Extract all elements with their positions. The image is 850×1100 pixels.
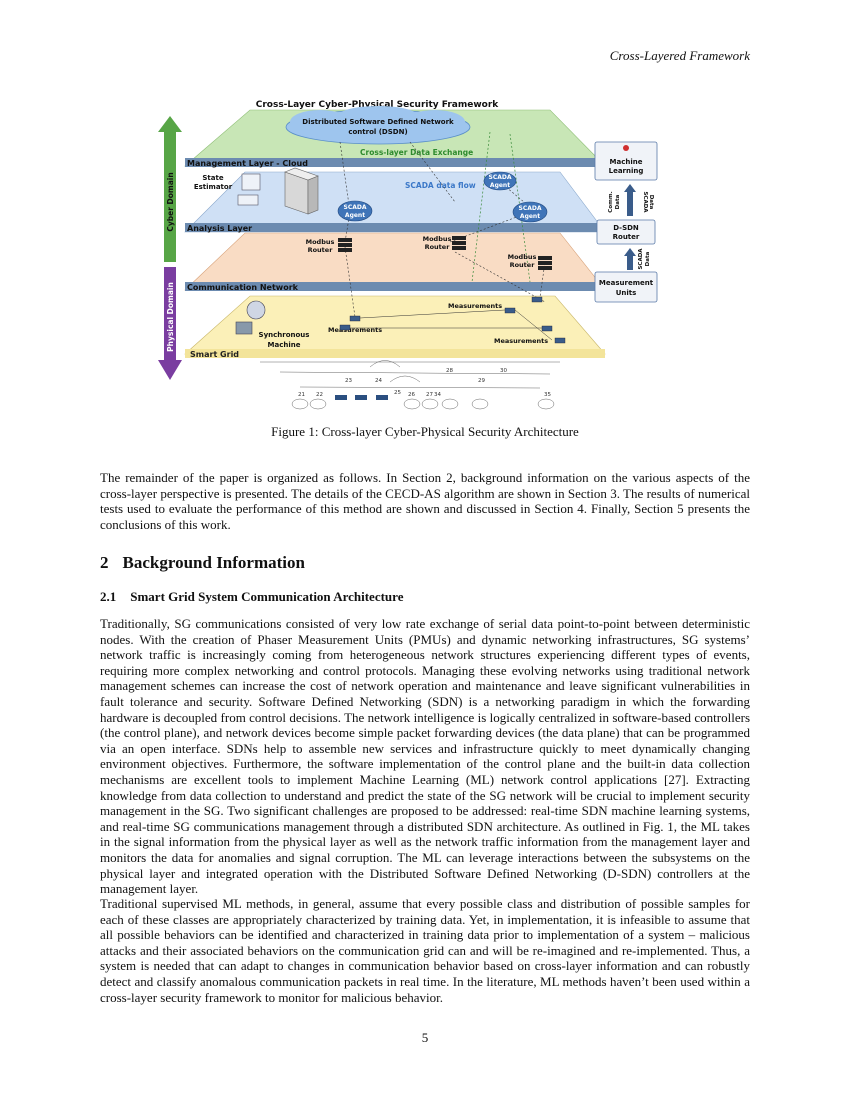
svg-text:25: 25 xyxy=(394,390,401,396)
svg-text:Learning: Learning xyxy=(609,167,644,175)
cloud-label-line1: Distributed Software Defined Network xyxy=(302,118,454,126)
analysis-label: Analysis Layer xyxy=(187,224,252,233)
scada-agent-right: SCADA Agent xyxy=(512,201,548,223)
subsection-title: Smart Grid System Communication Architec… xyxy=(130,589,404,604)
svg-text:SCADA: SCADA xyxy=(519,205,542,212)
figure-caption: Figure 1: Cross-layer Cyber-Physical Sec… xyxy=(271,424,579,439)
section-heading: 2 Background Information xyxy=(100,553,305,573)
svg-text:Router: Router xyxy=(308,246,334,254)
section-number: 2 xyxy=(100,553,109,572)
svg-text:30: 30 xyxy=(500,368,507,374)
measurements-label-3: Measurements xyxy=(494,337,548,345)
state-estimator-line1: State xyxy=(202,174,223,182)
modbus-router-mid: Modbus Router xyxy=(423,235,466,251)
subsection-number: 2.1 xyxy=(100,589,117,604)
svg-text:Agent: Agent xyxy=(345,212,365,219)
svg-text:Router: Router xyxy=(613,233,640,241)
svg-text:23: 23 xyxy=(345,378,352,384)
communication-bar xyxy=(185,282,605,291)
smart-grid-bar xyxy=(185,349,605,358)
figure-title: Cross-Layer Cyber-Physical Security Fram… xyxy=(256,100,500,110)
svg-text:Router: Router xyxy=(425,243,451,251)
side-arrows xyxy=(624,184,636,270)
svg-text:21: 21 xyxy=(298,392,305,398)
scada-data-label-line1: SCADA xyxy=(642,191,648,213)
measurements-label-2: Measurements xyxy=(448,302,502,310)
management-bar xyxy=(185,158,605,167)
physical-domain-label: Physical Domain xyxy=(166,282,175,352)
svg-text:Measurement: Measurement xyxy=(599,279,654,287)
svg-text:34: 34 xyxy=(434,392,441,398)
svg-text:Machine: Machine xyxy=(610,158,643,166)
scada-agent-left: SCADA Agent xyxy=(337,200,373,222)
scada-flow-label: SCADA data flow xyxy=(405,181,476,190)
subsection-heading: 2.1 Smart Grid System Communication Archi… xyxy=(100,589,403,605)
svg-text:Agent: Agent xyxy=(490,182,510,189)
body-paragraph-2: Traditional supervised ML methods, in ge… xyxy=(100,896,750,1005)
svg-text:SCADA: SCADA xyxy=(344,204,367,211)
svg-text:22: 22 xyxy=(316,392,323,398)
scada-data-label-line2: Data xyxy=(648,195,654,210)
svg-text:Modbus: Modbus xyxy=(306,238,335,246)
sync-machine-line2: Machine xyxy=(268,341,301,349)
svg-text:27: 27 xyxy=(426,392,433,398)
svg-text:29: 29 xyxy=(478,378,485,384)
svg-text:Modbus: Modbus xyxy=(423,235,452,243)
svg-text:Modbus: Modbus xyxy=(508,253,537,261)
modbus-router-right: Modbus Router xyxy=(508,253,552,270)
section-title: Background Information xyxy=(122,553,305,572)
server-icon xyxy=(284,167,319,215)
cyber-domain-label: Cyber Domain xyxy=(166,172,175,231)
keypad-icon xyxy=(237,194,259,206)
sync-machine-line1: Synchronous xyxy=(259,331,310,339)
monitor-icon xyxy=(241,173,261,191)
running-header: Cross-Layered Framework xyxy=(609,48,750,63)
comm-data-label-line2: Data xyxy=(615,194,621,209)
cyber-domain-arrow xyxy=(158,116,182,262)
cloud-label-line2: control (DSDN) xyxy=(348,128,407,136)
svg-text:Router: Router xyxy=(510,261,536,269)
measurement-units-box: Measurement Units xyxy=(594,271,658,303)
svg-text:28: 28 xyxy=(446,368,453,374)
dsdn-cloud xyxy=(285,106,471,145)
sync-machine-icon xyxy=(235,300,266,335)
machine-learning-box: Machine Learning xyxy=(594,141,658,181)
scada-data-lower-line2: Data xyxy=(645,251,651,266)
body-paragraph-1: Traditionally, SG communications consist… xyxy=(100,616,750,897)
svg-text:26: 26 xyxy=(408,392,415,398)
svg-text:Units: Units xyxy=(616,289,637,297)
cross-layer-exchange-label: Cross-layer Data Exchange xyxy=(360,148,473,157)
svg-text:D-SDN: D-SDN xyxy=(613,224,639,232)
smart-grid-label: Smart Grid xyxy=(190,350,239,359)
intro-paragraph: The remainder of the paper is organized … xyxy=(100,470,750,532)
scada-agent-top: SCADA Agent xyxy=(483,171,517,191)
management-label: Management Layer - Cloud xyxy=(187,159,308,168)
dsdn-router-box: D-SDN Router xyxy=(596,219,656,245)
measurements-label-1: Measurements xyxy=(328,326,382,334)
svg-text:SCADA: SCADA xyxy=(489,174,512,181)
svg-text:24: 24 xyxy=(375,378,382,384)
page-number: 5 xyxy=(421,1030,429,1045)
svg-text:Agent: Agent xyxy=(520,213,540,220)
analysis-bar xyxy=(185,223,605,232)
modbus-router-left: Modbus Router xyxy=(306,238,352,254)
architecture-figure: Cross-Layer Cyber-Physical Security Fram… xyxy=(150,92,670,417)
physical-domain-arrow xyxy=(158,267,182,380)
state-estimator-line2: Estimator xyxy=(194,183,233,191)
comm-data-label-line1: Comm. xyxy=(608,191,614,212)
svg-text:35: 35 xyxy=(544,392,551,398)
scada-data-lower-line1: SCADA xyxy=(638,248,644,270)
communication-label: Communication Network xyxy=(187,283,299,292)
grid-one-line-diagram xyxy=(260,360,560,410)
